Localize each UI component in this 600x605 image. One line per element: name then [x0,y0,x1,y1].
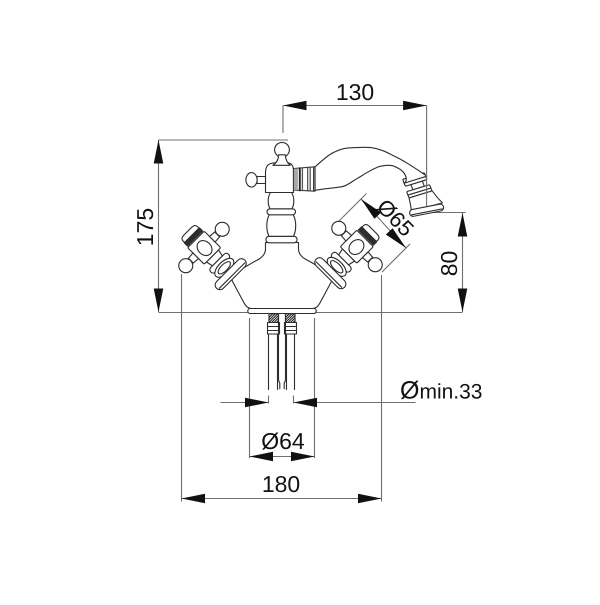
svg-text:180: 180 [262,471,300,497]
svg-text:Ø64: Ø64 [261,428,305,454]
svg-text:130: 130 [336,79,374,105]
svg-text:80: 80 [436,251,462,277]
svg-text:Ømin.33: Ømin.33 [400,377,482,405]
svg-text:175: 175 [132,208,158,246]
